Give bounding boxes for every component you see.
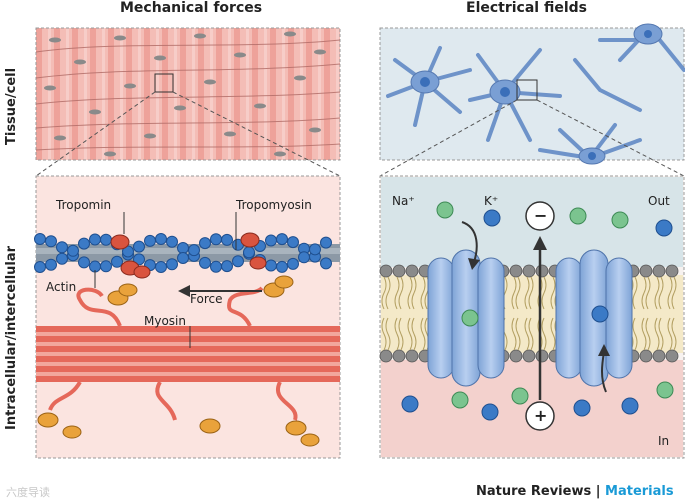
label-tropomyosin: Tropomyosin [236,198,312,212]
plus-sign: + [534,406,548,425]
label-k-ion: K⁺ [484,194,499,208]
label-actin: Actin [46,280,77,294]
membrane-panel [379,175,685,459]
zoom-lines-left [35,91,341,177]
label-out: Out [648,194,670,208]
label-force: Force [190,292,223,306]
label-tropomin: Tropomin [56,198,112,212]
negative-pole [525,201,555,231]
zoom-lines-right [379,99,685,177]
section-name: Materials [605,484,674,499]
neuron-tissue-panel [379,23,685,165]
column-title-electrical: Electrical fields [466,0,587,16]
minus-sign: − [534,206,548,225]
footer-separator: | [595,484,601,499]
watermark: 六度导读 [6,486,50,499]
journal-name: Nature Reviews [476,484,592,499]
label-na-ion: Na⁺ [392,194,415,208]
footer-credit: Nature Reviews | Materials [476,484,674,499]
positive-pole [525,401,555,431]
sarcomere-panel [34,175,341,459]
label-in: In [658,434,670,448]
label-myosin: Myosin [144,314,186,328]
muscle-tissue-panel [35,27,341,161]
column-title-mechanical: Mechanical forces [120,0,263,16]
